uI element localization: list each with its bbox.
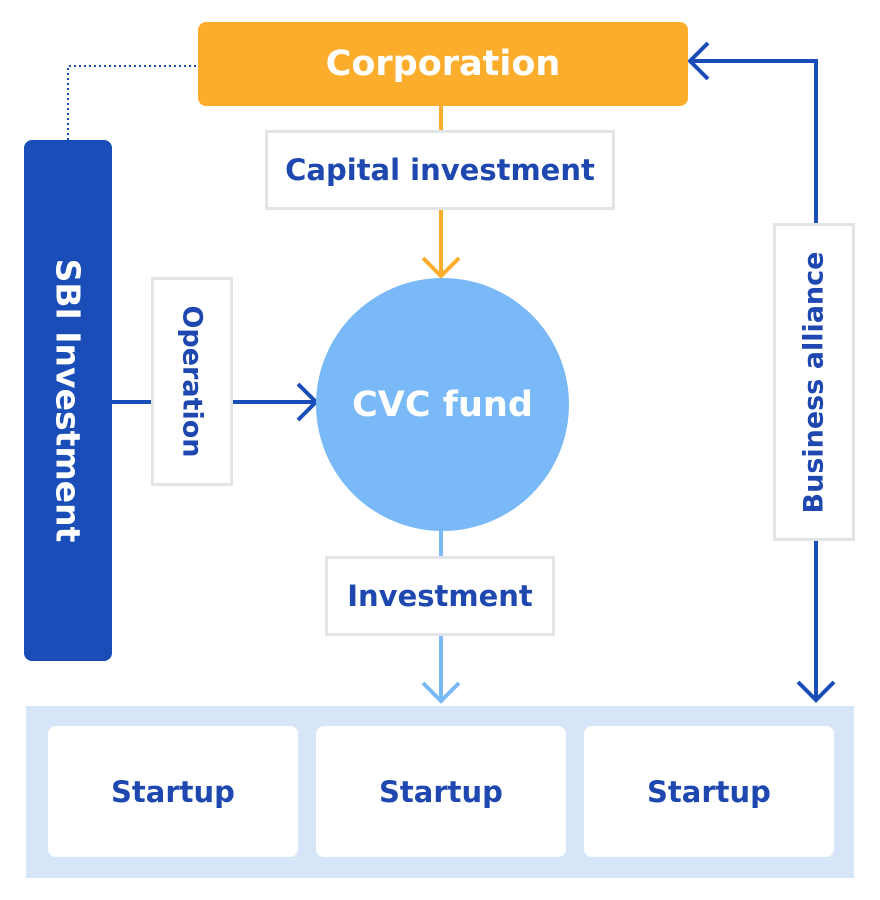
sbi-investment-box: SBI Investment (24, 140, 112, 661)
capital-investment-arrowhead (421, 256, 461, 279)
business-alliance-arrowhead-bottom (796, 680, 836, 703)
cvc-fund-label: CVC fund (352, 384, 533, 425)
startup-box-3: Startup (584, 726, 834, 857)
cvc-fund-circle: CVC fund (316, 278, 569, 531)
sbi-investment-label: SBI Investment (48, 258, 88, 543)
operation-label-box: Operation (151, 277, 233, 486)
capital-investment-label-box: Capital investment (265, 130, 615, 210)
investment-label: Investment (347, 579, 533, 613)
startup-box-2: Startup (316, 726, 566, 857)
sbi-corporation-dotted-link (67, 65, 198, 140)
operation-label: Operation (176, 305, 208, 458)
business-alliance-label: Business alliance (798, 251, 830, 513)
corporation-box: Corporation (198, 22, 688, 106)
investment-arrowhead (421, 681, 461, 704)
corporation-label: Corporation (325, 44, 561, 84)
investment-label-box: Investment (325, 556, 555, 636)
startup-group: Startup Startup Startup (26, 706, 854, 878)
business-alliance-label-box: Business alliance (773, 223, 855, 541)
capital-investment-label: Capital investment (285, 153, 595, 187)
business-alliance-arrowhead-top (687, 41, 710, 81)
startup-box-1: Startup (48, 726, 298, 857)
